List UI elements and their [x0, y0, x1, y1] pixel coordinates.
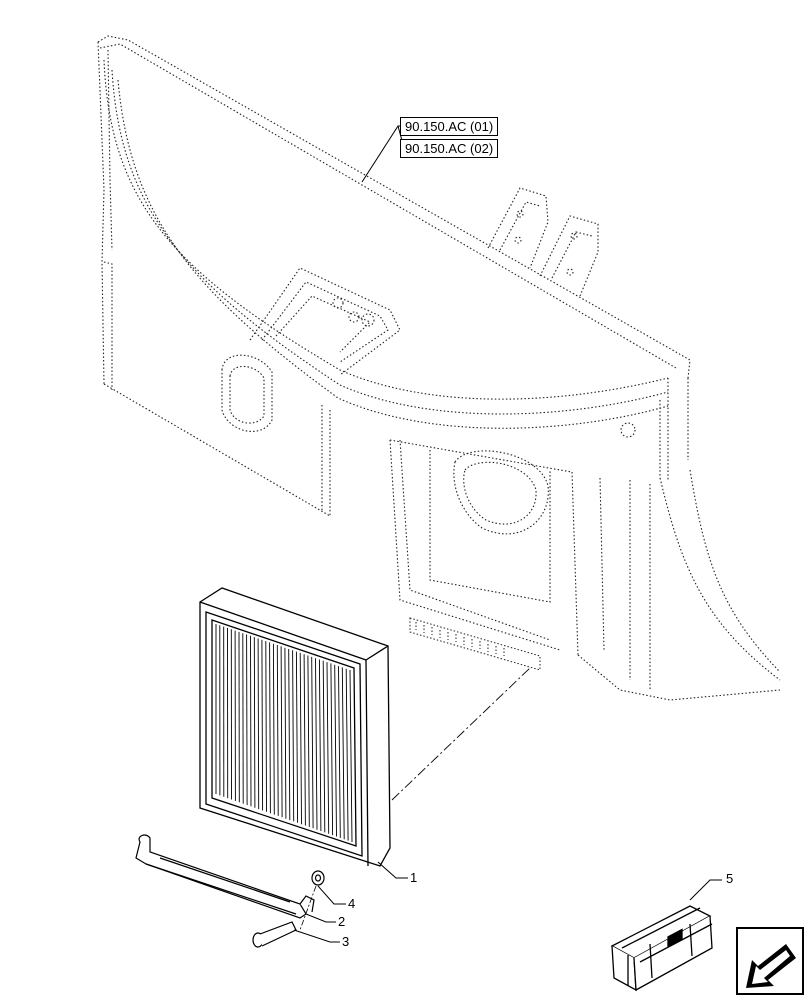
assembly-line [392, 668, 530, 800]
retaining-bracket[interactable] [136, 835, 314, 918]
callout-1: 1 [410, 871, 417, 885]
filter-pleat [254, 637, 255, 808]
washer[interactable] [312, 871, 324, 885]
cabin-filter[interactable] [200, 588, 390, 866]
crate-icon [612, 906, 712, 990]
filter-pleat [247, 635, 248, 806]
callout-4: 4 [348, 897, 355, 911]
filter-pleat [258, 639, 259, 810]
callout-2: 2 [338, 915, 345, 929]
bolt[interactable] [253, 922, 296, 947]
seal-strip [410, 618, 540, 670]
filter-pleat [251, 636, 252, 807]
arrow-down-left-icon[interactable] [737, 928, 803, 994]
callout-5: 5 [726, 872, 733, 886]
callout-3: 3 [342, 935, 349, 949]
reference-link-2[interactable]: 90.150.AC (02) [400, 139, 498, 158]
reference-link-1[interactable]: 90.150.AC (01) [400, 117, 498, 136]
